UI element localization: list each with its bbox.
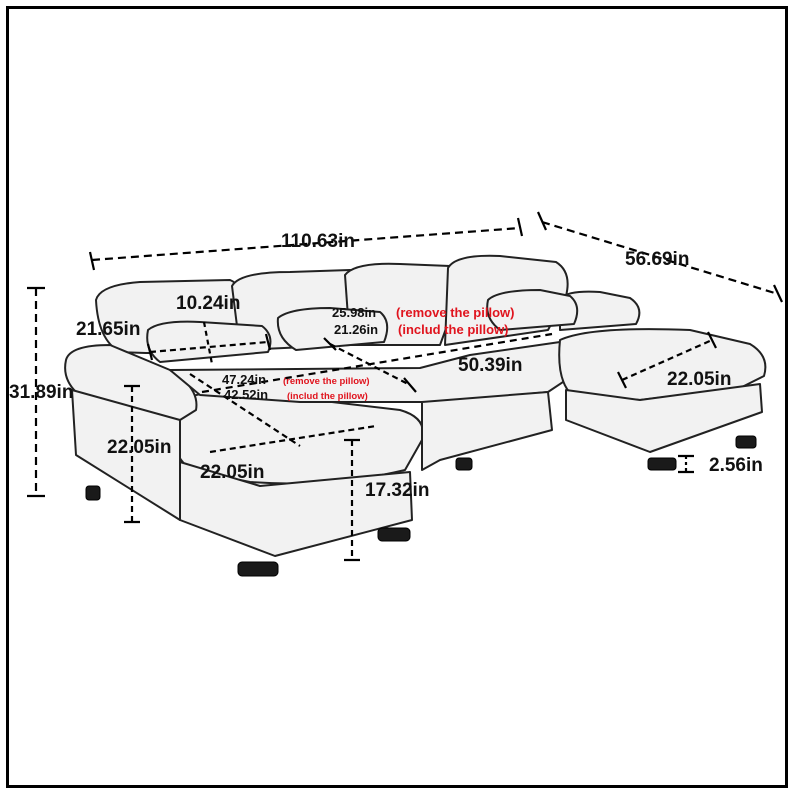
include-pillow-note-lower: (includ the pillow) xyxy=(287,391,368,402)
throw-pillow-right xyxy=(486,289,579,331)
back-height-label: 21.65in xyxy=(76,319,141,340)
middle-base xyxy=(421,391,553,471)
leg-2 xyxy=(237,561,279,577)
dim-line-length xyxy=(91,226,521,262)
dim-line-chaise-depth xyxy=(189,373,301,447)
image-border xyxy=(6,6,788,788)
middle-length-label: 50.39in xyxy=(458,355,523,376)
remove-pillow-note-lower: (remove the pillow) xyxy=(283,376,370,387)
chaise-depth-removed-label: 47.24in xyxy=(222,372,267,387)
height-label: 31.89in xyxy=(9,382,74,403)
dim-line-right-chaise-width xyxy=(621,338,713,382)
seat-depth-removed-label: 25.98in xyxy=(332,305,377,320)
remove-pillow-note-upper: (remove the pillow) xyxy=(396,305,515,320)
seat-height-front-label: 17.32in xyxy=(365,480,430,501)
leg-height-label: 2.56in xyxy=(709,455,763,476)
back-thickness-label: 10.24in xyxy=(176,293,241,314)
leg-6 xyxy=(735,435,757,449)
left-arm-side xyxy=(71,389,181,521)
back-cushion-5 xyxy=(559,290,641,331)
dim-line-back-thickness xyxy=(202,321,214,365)
right-chaise-seat xyxy=(558,328,767,401)
leg-1 xyxy=(85,485,101,501)
leg-4 xyxy=(455,457,473,471)
right-chaise-base xyxy=(565,383,763,453)
dim-line-left-chaise-width xyxy=(209,424,377,454)
leg-3 xyxy=(377,527,411,542)
dim-line-depth xyxy=(541,220,779,296)
leg-5 xyxy=(647,457,677,471)
include-pillow-note-upper: (includ the pillow) xyxy=(398,322,509,337)
chaise-depth-included-label: 42.52in xyxy=(224,387,269,402)
depth-label: 56.69in xyxy=(625,249,690,270)
seat-depth-included-label: 21.26in xyxy=(334,322,379,337)
left-chaise-width-label: 22.05in xyxy=(200,462,265,483)
seat-height-side-label: 22.05in xyxy=(107,437,172,458)
throw-pillow-middle xyxy=(276,307,389,351)
right-chaise-width-label: 22.05in xyxy=(667,369,732,390)
length-label: 110.63in xyxy=(281,231,355,252)
